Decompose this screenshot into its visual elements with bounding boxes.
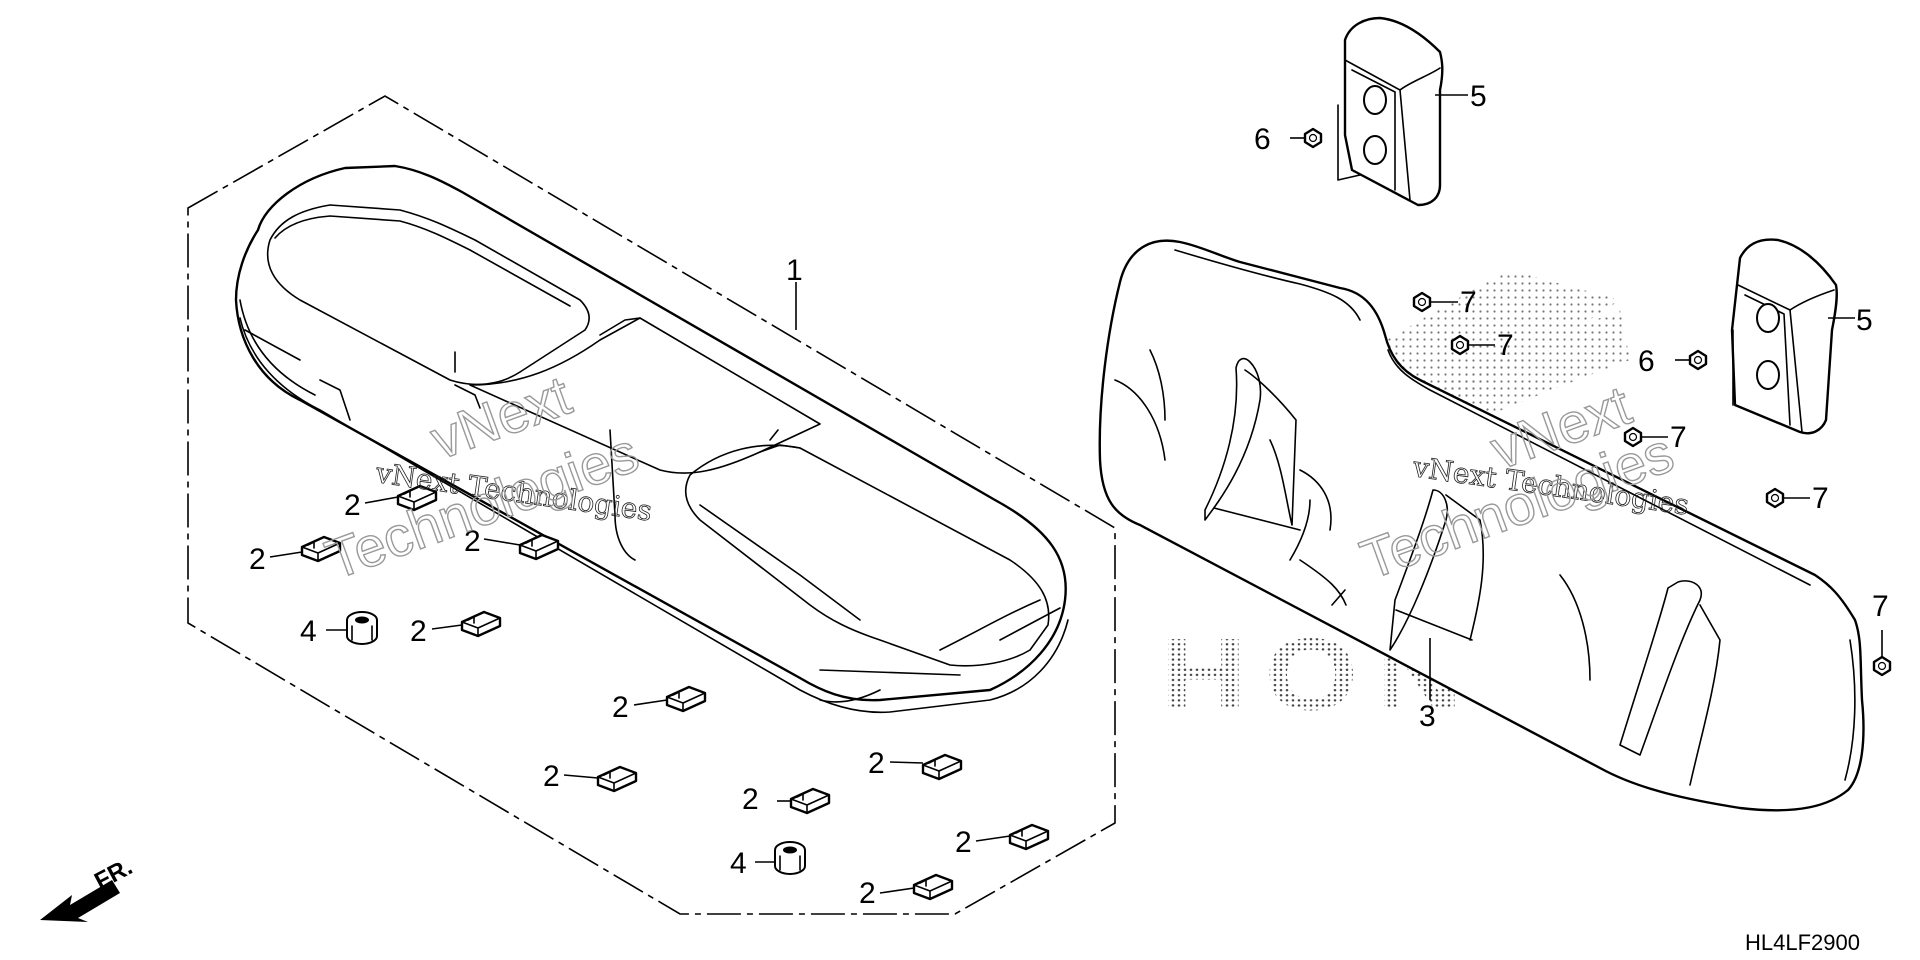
callout-clip: 2 [612, 691, 629, 724]
callout-clip: 2 [859, 877, 876, 910]
callout-clip: 2 [410, 615, 427, 648]
callout-seat-back: 3 [1419, 700, 1436, 733]
grommet-part [346, 611, 378, 645]
callout-headrest-screw: 6 [1638, 345, 1655, 378]
callout-clip: 2 [742, 783, 759, 816]
clip-part [518, 533, 560, 561]
callout-back-clip: 7 [1460, 286, 1477, 319]
headrest-lower [1730, 238, 1838, 435]
grommet-parts [346, 611, 806, 875]
callout-clip: 2 [868, 747, 885, 780]
grommet-part [774, 841, 806, 875]
callout-clip: 2 [344, 489, 361, 522]
clip-part [596, 765, 638, 793]
callout-back-clip: 7 [1670, 421, 1687, 454]
leader-lines [269, 94, 1883, 894]
headrest-upper [1337, 16, 1444, 207]
callout-clip: 2 [249, 543, 266, 576]
clip-part [1008, 823, 1050, 851]
headrest-screw-part [1688, 349, 1708, 371]
back-clip-part [1450, 334, 1470, 356]
callout-clip: 2 [955, 826, 972, 859]
callout-grommet: 4 [730, 847, 747, 880]
callout-headrest: 5 [1470, 80, 1487, 113]
diagram-reference-code: HL4LF2900 [1745, 930, 1860, 955]
callout-clip: 2 [464, 525, 481, 558]
arrow-icon [40, 880, 120, 922]
callout-seat-cushion: 1 [786, 254, 803, 287]
clip-part [912, 873, 954, 901]
back-clip-part [1765, 487, 1785, 509]
callout-headrest: 5 [1856, 304, 1873, 337]
clip-part [921, 753, 963, 781]
callout-labels: 1 2 2 2 2 2 2 2 2 2 2 4 4 3 5 5 6 6 7 7 … [249, 80, 1889, 910]
front-direction-arrow: FR. [40, 853, 137, 922]
clip-part [460, 610, 502, 638]
callout-back-clip: 7 [1497, 329, 1514, 362]
callout-headrest-screw: 6 [1254, 123, 1271, 156]
callout-clip: 2 [543, 760, 560, 793]
kit-boundary [187, 95, 1116, 915]
callout-back-clip: 7 [1812, 482, 1829, 515]
back-clip-part [1872, 655, 1892, 677]
clip-part [789, 787, 831, 815]
back-clip-part [1412, 291, 1432, 313]
clip-part [665, 685, 707, 713]
seat-cushion [234, 164, 1069, 714]
callout-grommet: 4 [300, 615, 317, 648]
callout-back-clip: 7 [1872, 590, 1889, 623]
headrest-screw-part [1303, 127, 1323, 149]
seat-back [1098, 239, 1865, 812]
